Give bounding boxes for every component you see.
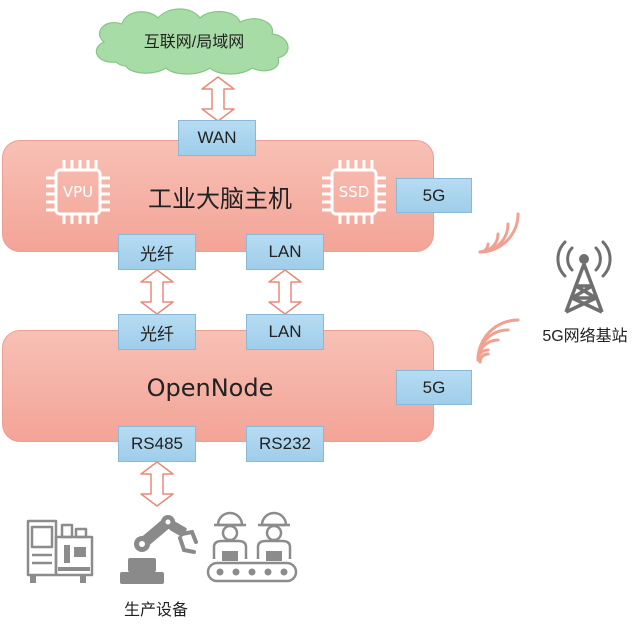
arrow-lan: [268, 269, 302, 315]
node-rs232-port: RS232: [246, 426, 324, 462]
node-wireless-signal-icon: [476, 318, 520, 364]
node-rs485-port: RS485: [118, 426, 196, 462]
node-fiber-port: 光纤: [118, 314, 196, 350]
factory-workers-icon: [206, 511, 298, 583]
opennode-panel: [2, 330, 434, 442]
host-fiber-port: 光纤: [118, 234, 196, 270]
cloud-shape: [95, 8, 289, 75]
5g-tower-icon: [556, 240, 612, 314]
host-lan-port: LAN: [246, 234, 324, 270]
host-5g-port: 5G: [396, 178, 472, 213]
host-wireless-signal-icon: [478, 212, 520, 254]
machine-equipment-icon: [26, 519, 94, 583]
equipment-label: 生产设备: [123, 602, 188, 619]
5g-tower-label: 5G网络基站: [542, 328, 628, 345]
arrow-fiber: [140, 269, 174, 315]
host-wan-port: WAN: [178, 120, 256, 156]
cloud-label: 互联网/局域网: [143, 34, 245, 51]
vpu-label: VPU: [62, 183, 94, 201]
opennode-title: OpenNode: [146, 374, 274, 402]
industrial-brain-host-panel: [2, 140, 434, 252]
node-lan-port: LAN: [246, 314, 324, 350]
robot-arm-icon: [120, 515, 198, 584]
ssd-label: SSD: [338, 183, 370, 201]
arrow-cloud-wan: [201, 76, 235, 122]
host-title: 工业大脑主机: [148, 184, 292, 213]
ssd-chip-icon: SSD: [318, 156, 390, 228]
vpu-chip-icon: VPU: [42, 156, 114, 228]
arrow-rs485: [140, 461, 174, 507]
node-5g-port: 5G: [396, 370, 472, 405]
